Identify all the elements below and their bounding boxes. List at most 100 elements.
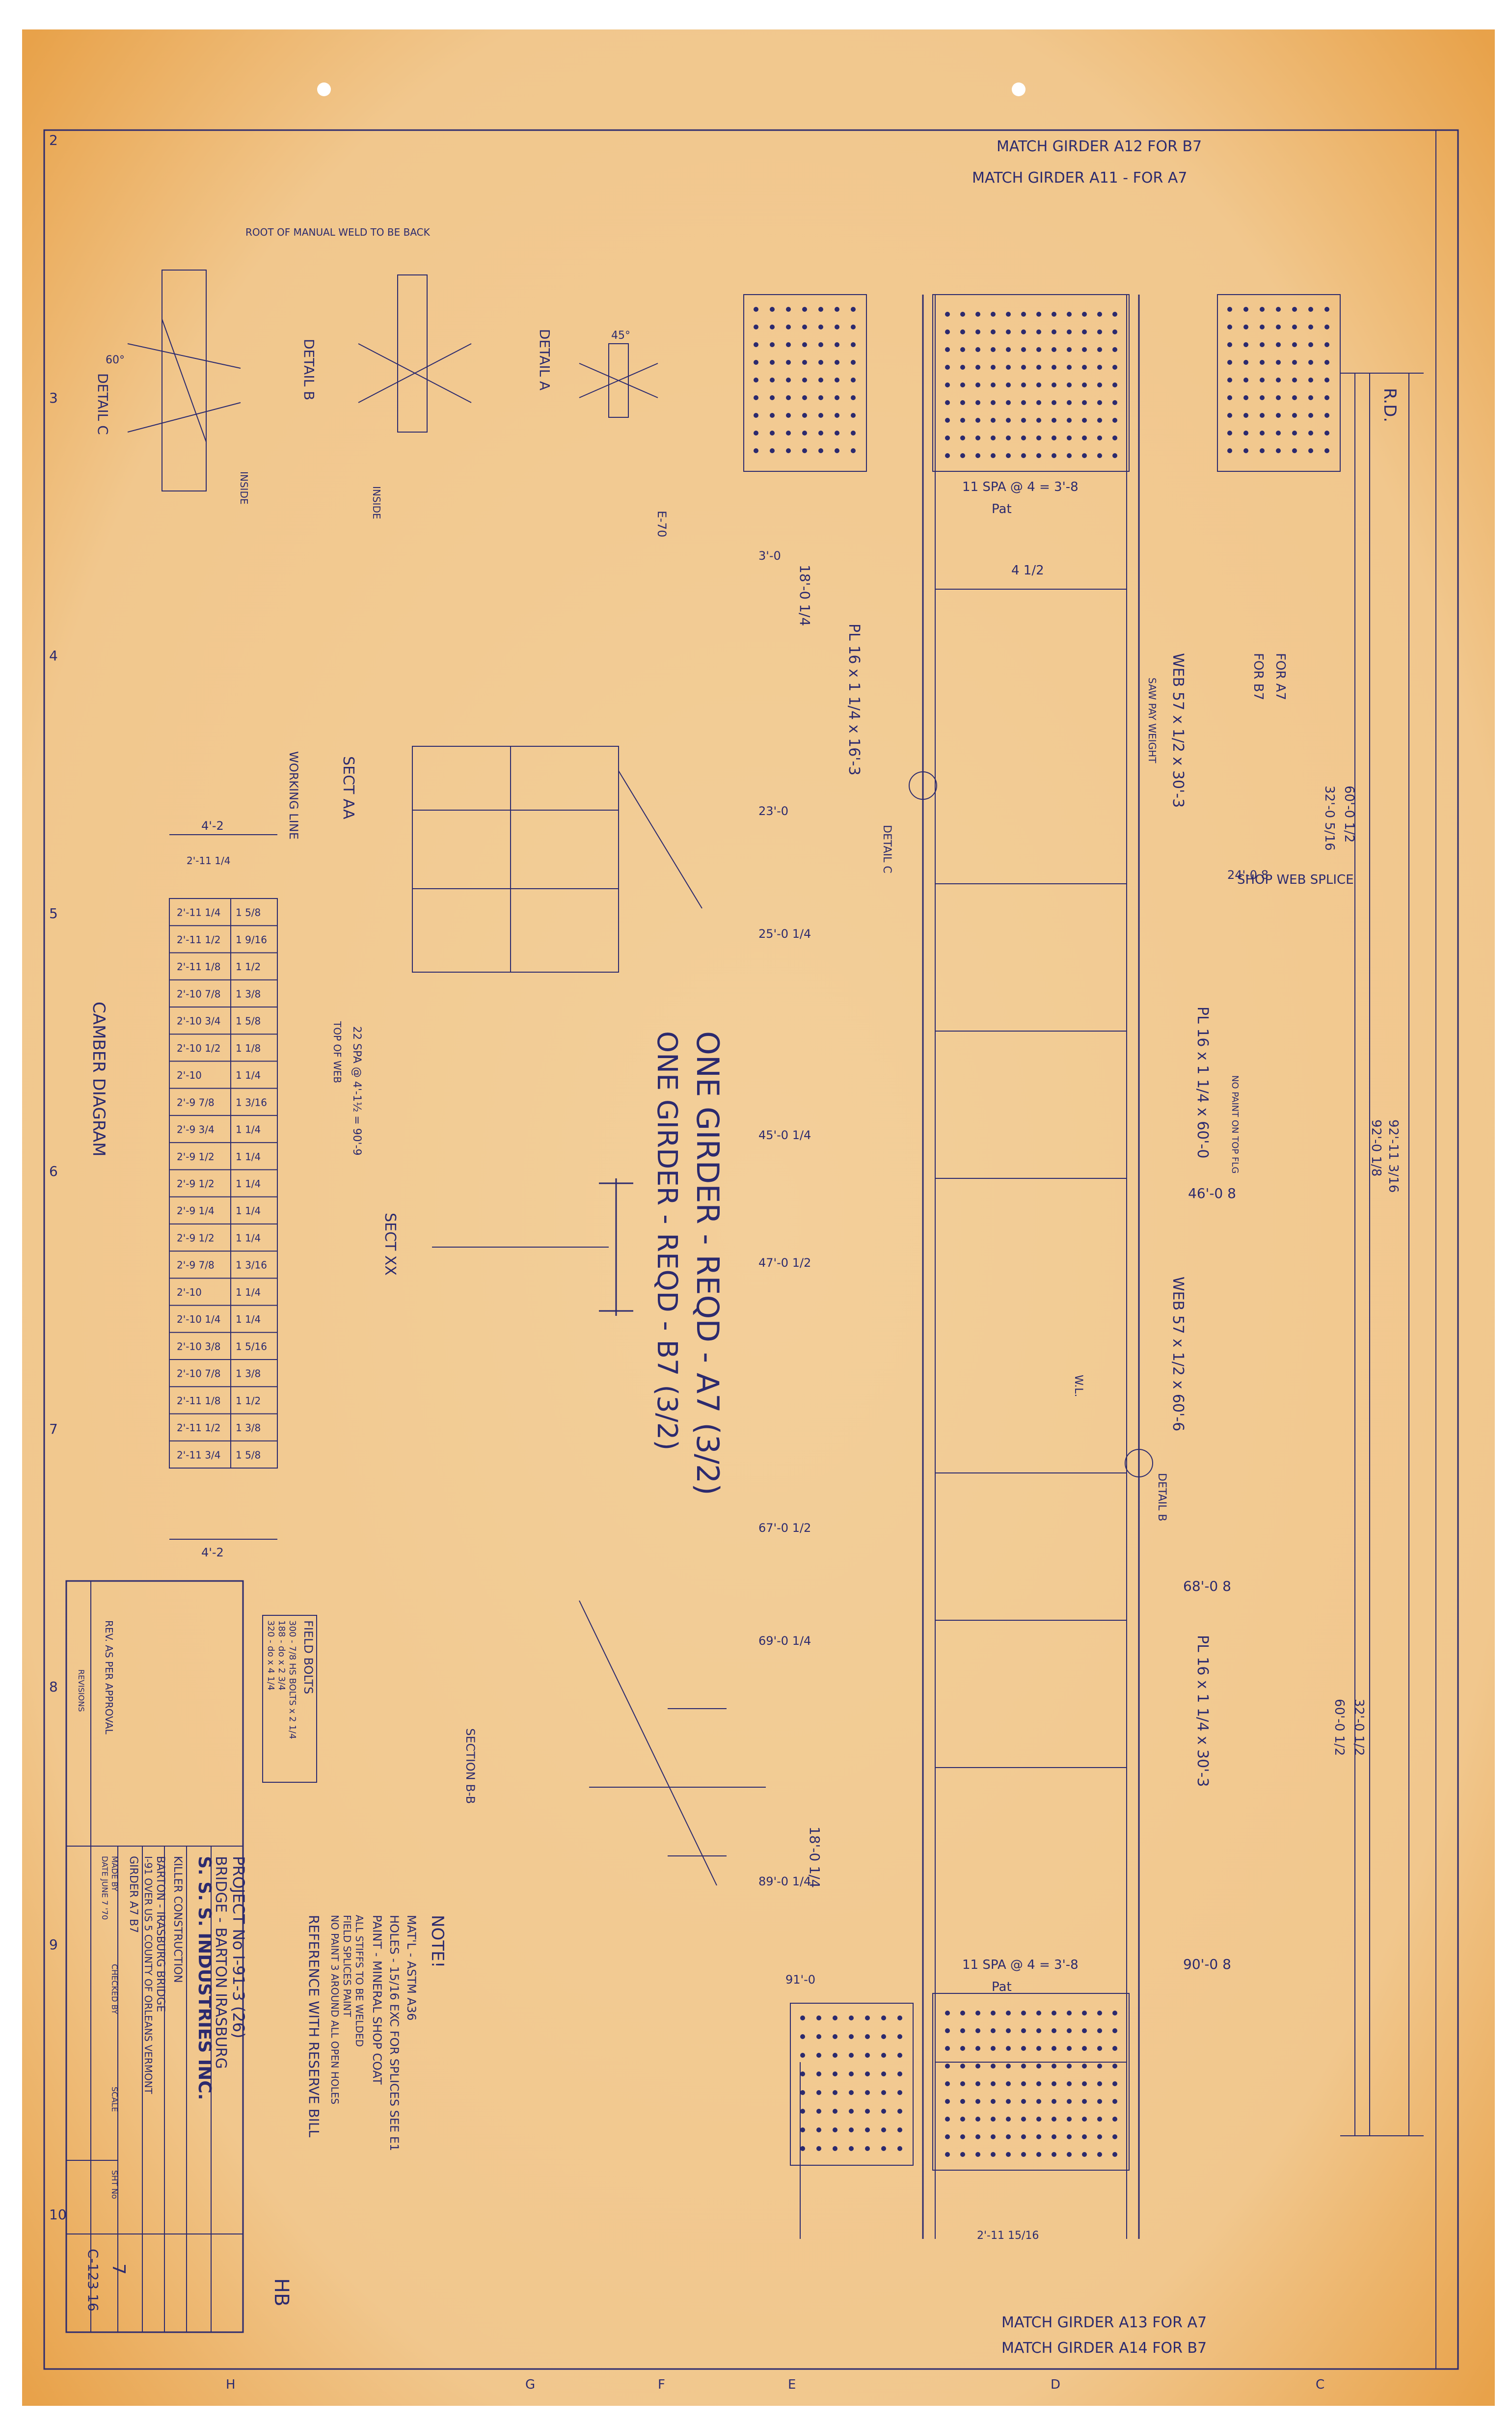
- made-by: MADE BY: [110, 1856, 119, 1891]
- dim-91-0: 91'-0: [785, 1973, 815, 1987]
- signature: HB: [270, 2278, 293, 2307]
- no-paint-label: NO PAINT ON TOP FLG: [1230, 1075, 1240, 1173]
- bolt-hole: [1006, 382, 1011, 387]
- date: DATE JUNE 7 '70: [100, 1856, 109, 1920]
- bolt-hole: [1021, 436, 1026, 440]
- bolt-hole: [1036, 347, 1041, 352]
- bolt-hole: [945, 312, 950, 317]
- bolt-hole: [1324, 325, 1329, 329]
- bolt-hole: [1082, 2064, 1087, 2069]
- top-splice-plate: [932, 294, 1130, 472]
- bolt-hole: [1067, 436, 1072, 440]
- bolt-hole: [975, 347, 980, 352]
- bolt-hole: [1067, 453, 1072, 458]
- bolt-hole: [1112, 365, 1117, 370]
- bolt-hole: [800, 2127, 805, 2132]
- bolt-hole: [865, 2015, 870, 2020]
- camber-row-a: 2'-9 1/2: [177, 1178, 215, 1190]
- bolt-hole: [1082, 347, 1087, 352]
- bolt-hole: [835, 307, 839, 312]
- bolt-hole: [1021, 347, 1026, 352]
- general-notes: NOTE! MAT'L - ASTM A36 HOLES - 15/16 EXC…: [306, 1915, 447, 2151]
- dim-92-11: 92'-11 3/16: [1386, 1119, 1401, 1193]
- bolt-hole: [975, 436, 980, 440]
- bolt-hole: [991, 329, 996, 334]
- bolt-hole: [770, 448, 775, 453]
- bolt-hole: [1036, 2134, 1041, 2139]
- camber-row-a: 2'-11 1/8: [177, 961, 220, 973]
- notes-stiff2: FIELD SPLICES PAINT: [341, 1915, 353, 2017]
- bolt-hole: [1097, 382, 1102, 387]
- bolt-hole: [835, 378, 839, 382]
- sect-xx: SECT XX: [381, 1178, 633, 1316]
- bolt-hole: [897, 2127, 902, 2132]
- bolt-hole: [975, 2099, 980, 2104]
- bolt-hole: [960, 400, 965, 405]
- bolt-hole: [800, 2146, 805, 2151]
- bolt-hole: [1276, 325, 1281, 329]
- bolt-hole: [1112, 400, 1117, 405]
- bolt-hole: [849, 2053, 854, 2058]
- bolt-hole: [1227, 448, 1232, 453]
- camber-row-a: 2'-9 3/4: [177, 1124, 215, 1136]
- camber-row-a: 2'-10 1/4: [177, 1313, 220, 1325]
- wl-label: W.L.: [1072, 1375, 1084, 1397]
- sect-aa-plate: [412, 746, 619, 973]
- camber-row-b: 1 3/16: [236, 1096, 267, 1108]
- bolt-hole: [1243, 395, 1248, 400]
- bolt-hole: [975, 312, 980, 317]
- bolt-hole: [816, 2053, 821, 2058]
- bolt-hole: [991, 2152, 996, 2157]
- bolt-hole: [1112, 2046, 1117, 2051]
- bolt-hole: [851, 342, 856, 347]
- bolt-hole: [1036, 2011, 1041, 2015]
- bolt-hole: [1112, 453, 1117, 458]
- bolt-hole: [897, 2034, 902, 2039]
- bolt-hole: [1097, 418, 1102, 423]
- dim-69-0: 69'-0 1/4: [758, 1634, 811, 1648]
- bolt-hole: [991, 436, 996, 440]
- camber-row-a: 2'-9 7/8: [177, 1259, 215, 1271]
- bolt-hole: [960, 2099, 965, 2104]
- camber-row-a: 2'-11 1/2: [177, 1422, 220, 1434]
- bolt-hole: [945, 365, 950, 370]
- bolt-hole: [835, 360, 839, 365]
- camber-width-top: 4'-2: [201, 819, 224, 833]
- bolt-hole: [897, 2071, 902, 2076]
- bolt-hole: [991, 312, 996, 317]
- bolt-hole: [1112, 2064, 1117, 2069]
- bolt-hole: [1021, 2099, 1026, 2104]
- bolt-hole: [851, 378, 856, 382]
- bolt-hole: [1112, 2028, 1117, 2033]
- bolt-hole: [1260, 448, 1265, 453]
- bolt-hole: [1052, 382, 1056, 387]
- bolt-hole: [945, 2117, 950, 2122]
- bolt-hole: [1082, 2152, 1087, 2157]
- location: I-91 OVER US 5 COUNTY OF ORLEANS VERMONT: [142, 1856, 154, 2095]
- bolt-hole: [1067, 2028, 1072, 2033]
- camber-row-b: 1 1/4: [236, 1205, 261, 1217]
- bolt-hole: [1292, 325, 1297, 329]
- bolt-hole: [1067, 2081, 1072, 2086]
- bolt-hole: [1276, 307, 1281, 312]
- detail-a-label: DETAIL A: [537, 329, 553, 390]
- sect-aa: SECT AA WORKING LINE: [287, 746, 702, 973]
- bolt-hole: [1097, 2081, 1102, 2086]
- bolt-hole: [960, 2134, 965, 2139]
- bolt-hole: [881, 2146, 886, 2151]
- bolt-hole: [1006, 418, 1011, 423]
- pattern-bottom: Pat: [992, 1980, 1012, 1994]
- bolt-hole: [991, 2134, 996, 2139]
- bolt-hole: [1036, 2028, 1041, 2033]
- bolt-hole: [1067, 312, 1072, 317]
- bolt-hole: [816, 2109, 821, 2114]
- margin-D: D: [1051, 2377, 1060, 2392]
- margin-H: H: [226, 2377, 236, 2392]
- bolt-hole: [1006, 2152, 1011, 2157]
- bolt-hole: [865, 2053, 870, 2058]
- bolt-hole: [816, 2146, 821, 2151]
- bolt-hole: [802, 413, 807, 418]
- bolt-hole: [1324, 413, 1329, 418]
- bolt-hole: [849, 2090, 854, 2095]
